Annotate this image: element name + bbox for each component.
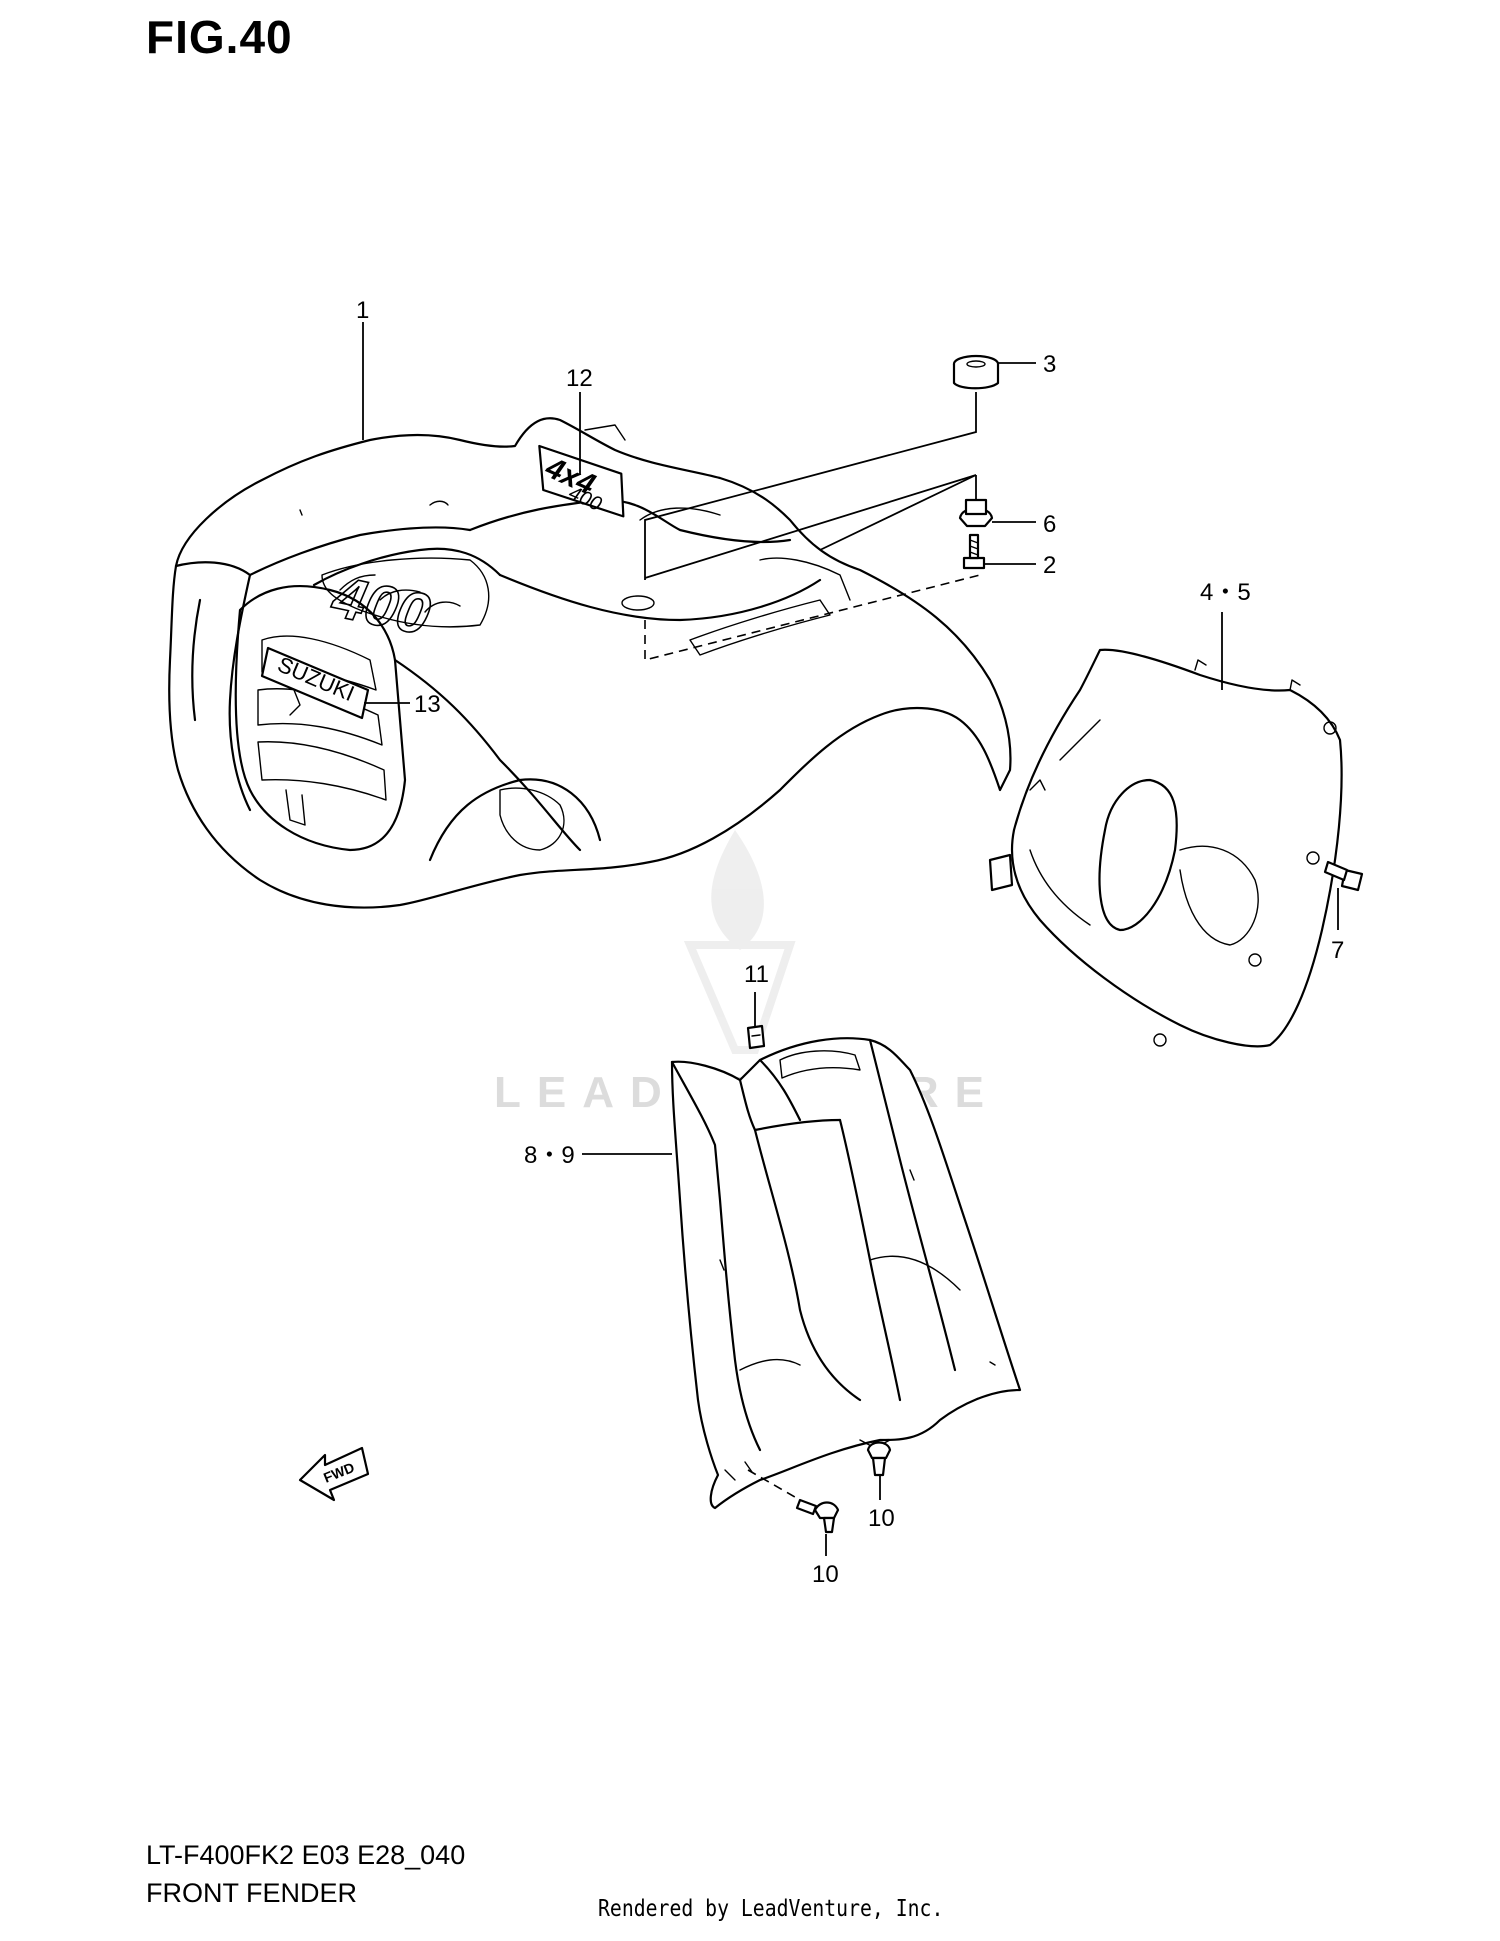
side-panel-4-5 <box>988 648 1343 1048</box>
inner-liner-8-9 <box>670 1037 1022 1510</box>
clip-part-10-right <box>866 1441 892 1477</box>
section-name: FRONT FENDER <box>146 1878 358 1908</box>
bolt-part-2 <box>962 533 986 570</box>
watermark-logo-icon <box>683 830 796 1054</box>
callout-1: 1 <box>356 297 369 324</box>
callout-7: 7 <box>1331 937 1344 964</box>
callout-2: 2 <box>1043 552 1056 579</box>
grommet-part-3 <box>952 354 1000 390</box>
callout-4-5: 4・5 <box>1200 579 1251 606</box>
figure-title: FIG.40 <box>146 11 293 63</box>
callout-10-left: 10 <box>812 1561 839 1588</box>
callout-3: 3 <box>1043 351 1056 378</box>
screw-part-7 <box>1323 860 1364 892</box>
emblem-4x4-400: 4x4 400 <box>538 424 626 518</box>
rendered-by-credit: Rendered by LeadVenture, Inc. <box>598 1896 944 1922</box>
callout-11: 11 <box>744 961 769 988</box>
callout-13: 13 <box>414 691 441 718</box>
front-fender-body: 400 <box>168 417 1012 909</box>
model-code: LT-F400FK2 E03 E28_040 <box>146 1840 466 1870</box>
fwd-arrow-icon: FWD <box>298 1446 370 1502</box>
callout-labels: 1 12 3 6 2 4・5 7 13 11 8・9 10 10 <box>356 297 1344 1588</box>
callout-10-right: 10 <box>868 1505 895 1532</box>
leader-lines <box>362 322 1339 1556</box>
nut-part-11 <box>746 1024 766 1050</box>
clip-part-10-left <box>795 1498 840 1534</box>
callout-12: 12 <box>566 365 593 392</box>
callout-6: 6 <box>1043 511 1056 538</box>
callout-8-9: 8・9 <box>524 1142 575 1169</box>
collar-part-6 <box>958 498 994 528</box>
